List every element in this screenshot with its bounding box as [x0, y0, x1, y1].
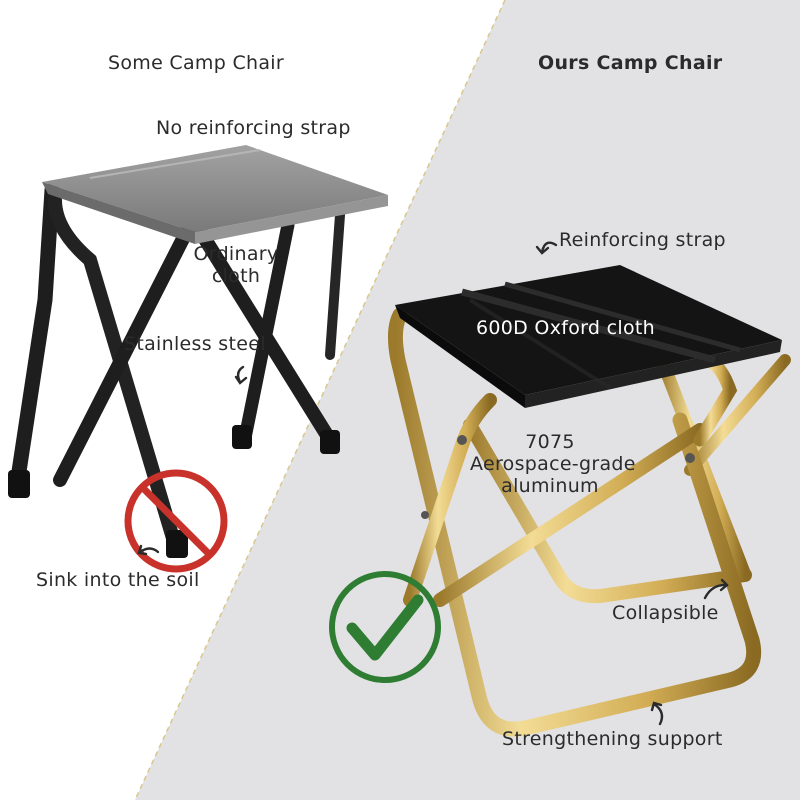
- right-heading: Ours Camp Chair: [538, 52, 723, 74]
- left-heading: Some Camp Chair: [108, 52, 284, 74]
- label-ordinary-cloth-line2: cloth: [211, 264, 261, 287]
- prohibited-icon: [124, 469, 228, 573]
- left-chair: [8, 145, 388, 558]
- curved-arrow-icon: [703, 578, 729, 600]
- label-ordinary-cloth-line1: Ordinary: [193, 243, 279, 265]
- panel-divider: [134, 0, 506, 800]
- label-aluminum-line3: aluminum: [501, 474, 599, 497]
- label-reinforcing-strap: Reinforcing strap: [559, 229, 726, 251]
- label-stainless-steel: Stainless steel: [124, 333, 266, 355]
- curved-arrow-icon: [535, 241, 558, 255]
- label-oxford-cloth: 600D Oxford cloth: [476, 317, 655, 339]
- label-aluminum-line2: Aerospace-grade: [470, 452, 636, 475]
- label-no-reinforcing-strap: No reinforcing strap: [156, 117, 351, 139]
- right-panel-background: [135, 0, 800, 800]
- right-chair: [387, 265, 791, 737]
- curved-arrow-icon: [137, 544, 160, 556]
- label-aluminum: 7075 Aerospace-grade aluminum: [470, 431, 636, 498]
- checkmark-icon: [329, 571, 441, 683]
- label-ordinary-cloth: Ordinary cloth: [186, 243, 286, 288]
- label-strengthening-support: Strengthening support: [502, 728, 723, 750]
- label-sink-into-soil: Sink into the soil: [36, 569, 200, 591]
- curved-arrow-icon: [234, 365, 248, 385]
- label-aluminum-line1: 7075: [525, 431, 575, 453]
- curved-arrow-icon: [650, 701, 664, 726]
- label-collapsible: Collapsible: [612, 602, 719, 624]
